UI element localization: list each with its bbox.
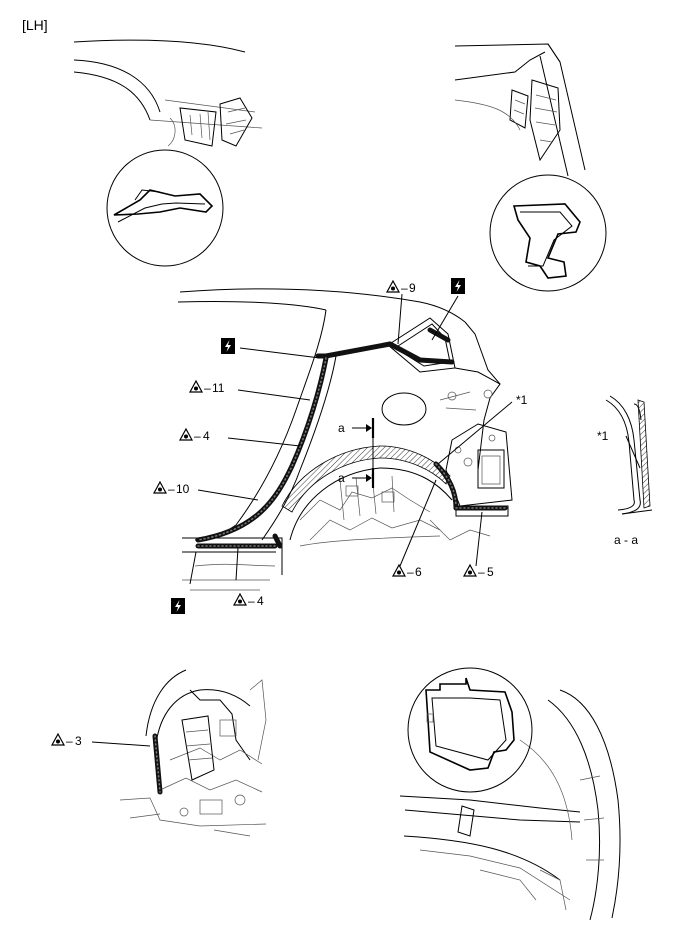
svg-text:4: 4 xyxy=(203,429,210,443)
svg-text:9: 9 xyxy=(409,281,416,295)
section-cut-marker: a a xyxy=(338,418,375,488)
svg-text:–: – xyxy=(248,594,255,608)
callout-seal-4-upper: – 4 xyxy=(179,428,210,443)
callout-seal-5: – 5 xyxy=(463,564,494,579)
top-left-magnifier xyxy=(106,149,224,267)
callout-seal-9: – 9 xyxy=(386,280,416,295)
svg-text:3: 3 xyxy=(75,734,82,748)
weld-icon-upper-left xyxy=(221,338,235,354)
section-caption: a - a xyxy=(614,533,638,547)
callout-seal-11: – 11 xyxy=(189,380,225,395)
svg-text:11: 11 xyxy=(212,381,225,395)
leader-lines xyxy=(91,293,641,747)
callout-seal-3: – 3 xyxy=(51,733,82,748)
section-a-top-label: a xyxy=(338,421,345,435)
bottom-right-magnifier xyxy=(407,667,533,793)
svg-text:–: – xyxy=(204,381,211,395)
svg-text:–: – xyxy=(66,734,73,748)
svg-text:–: – xyxy=(401,281,408,295)
top-right-magnifier xyxy=(489,174,607,292)
svg-text:–: – xyxy=(168,482,175,496)
section-a-a-view: *1 a - a xyxy=(597,395,653,547)
svg-text:10: 10 xyxy=(176,482,190,496)
bottom-right-lower-detail xyxy=(399,689,621,921)
ref-1-main-label: *1 xyxy=(516,393,528,407)
section-a-bottom-label: a xyxy=(338,471,345,485)
callout-seal-4-lower: – 4 xyxy=(233,593,264,608)
weld-icon-lower-left xyxy=(171,598,185,614)
svg-text:–: – xyxy=(407,565,414,579)
weld-icon-upper-right xyxy=(451,278,465,294)
side-label: [LH] xyxy=(22,17,48,33)
svg-text:–: – xyxy=(478,565,485,579)
sealer-beads xyxy=(195,327,508,549)
svg-text:4: 4 xyxy=(257,594,264,608)
top-left-roof-detail xyxy=(73,39,263,147)
callout-seal-6: – 6 xyxy=(392,564,422,579)
bottom-left-wheelhouse-detail xyxy=(119,669,267,837)
ref-1-section-label: *1 xyxy=(597,429,609,443)
top-right-pillar-detail xyxy=(454,43,586,177)
svg-text:5: 5 xyxy=(487,565,494,579)
callout-seal-10: – 10 xyxy=(153,481,190,496)
svg-text:–: – xyxy=(194,429,201,443)
svg-text:6: 6 xyxy=(415,565,422,579)
